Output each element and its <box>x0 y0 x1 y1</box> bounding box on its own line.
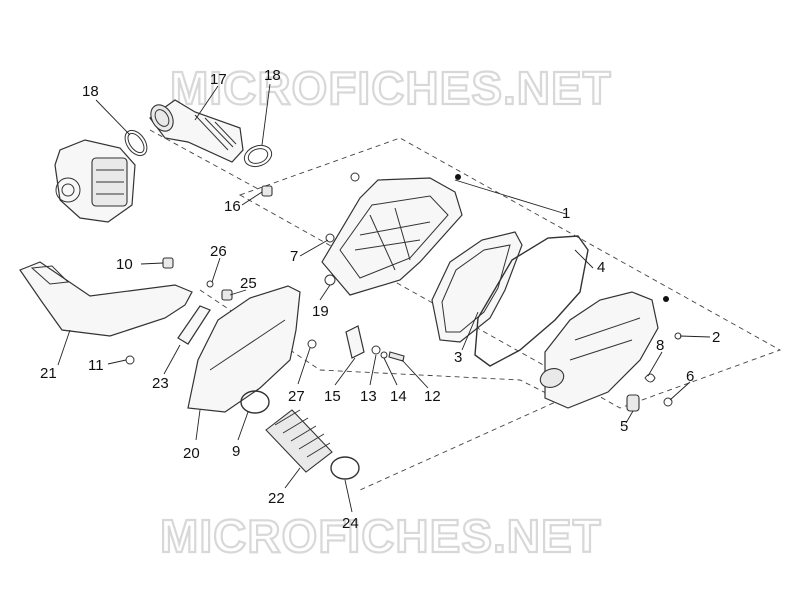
washer-13 <box>371 345 381 355</box>
grommet-7 <box>325 233 335 243</box>
callout-6: 6 <box>686 368 694 385</box>
callout-5: 5 <box>620 418 628 435</box>
callout-23: 23 <box>152 375 169 392</box>
assembly-outline-airbox <box>238 137 782 409</box>
bolt-11 <box>125 355 135 365</box>
drain-plug-5 <box>626 394 640 412</box>
callout-13: 13 <box>360 388 377 405</box>
callout-14: 14 <box>390 388 407 405</box>
callout-8: 8 <box>656 337 664 354</box>
callout-7: 7 <box>290 248 298 265</box>
clip-25 <box>221 289 233 301</box>
callout-2: 2 <box>712 329 720 346</box>
callout-20: 20 <box>183 445 200 462</box>
gasket-seal <box>474 235 589 367</box>
callout-12: 12 <box>424 388 441 405</box>
callout-21: 21 <box>40 365 57 382</box>
support-bracket <box>19 261 193 337</box>
intake-duct <box>149 99 244 163</box>
seal-strip-23 <box>177 305 211 345</box>
dash-line-lower <box>199 289 562 491</box>
throttle-body <box>54 139 136 223</box>
callout-27: 27 <box>288 388 305 405</box>
ring-clamp-24 <box>330 456 360 480</box>
leader-lines <box>57 83 711 513</box>
clip-16 <box>261 185 273 197</box>
airbox-cover <box>539 291 669 409</box>
callout-10: 10 <box>116 256 133 273</box>
hose-clamp-right <box>243 144 273 168</box>
screw-27 <box>307 339 317 349</box>
washer-14 <box>380 351 388 359</box>
callout-22: 22 <box>268 490 285 507</box>
dash-line-duct <box>149 129 261 191</box>
callout-11: 11 <box>88 357 104 374</box>
callout-24: 24 <box>342 515 359 532</box>
callout-18b: 18 <box>264 67 281 84</box>
watermark-bottom: MICROFICHES.NET <box>160 510 602 562</box>
callout-18a: 18 <box>82 83 99 100</box>
ring-clamp-9 <box>240 390 270 414</box>
callout-3: 3 <box>454 349 462 366</box>
bolt-12 <box>388 351 405 362</box>
callout-4: 4 <box>597 259 605 276</box>
air-filter-element <box>431 231 523 343</box>
grommet-top <box>350 172 360 182</box>
clamp-8 <box>644 373 656 383</box>
screw-6 <box>663 397 673 407</box>
dot-marker-2 <box>663 296 669 302</box>
callout-15: 15 <box>324 388 341 405</box>
bellows-hose <box>265 409 333 473</box>
callout-16: 16 <box>224 198 241 215</box>
watermark-top: MICROFICHES.NET <box>170 62 612 114</box>
airbox-lower-housing <box>321 174 463 296</box>
callout-1: 1 <box>562 205 570 222</box>
intake-cover <box>187 285 301 413</box>
screw-26 <box>206 280 214 288</box>
grommet-19 <box>324 274 336 286</box>
callout-9: 9 <box>232 443 240 460</box>
clip-10 <box>162 257 174 269</box>
dot-marker-1 <box>455 174 461 180</box>
hose-fitting-15 <box>345 325 365 359</box>
callout-19: 19 <box>312 303 329 320</box>
callout-17: 17 <box>210 71 227 88</box>
callout-26: 26 <box>210 243 227 260</box>
callout-25: 25 <box>240 275 257 292</box>
hose-clamp-left <box>124 129 148 157</box>
